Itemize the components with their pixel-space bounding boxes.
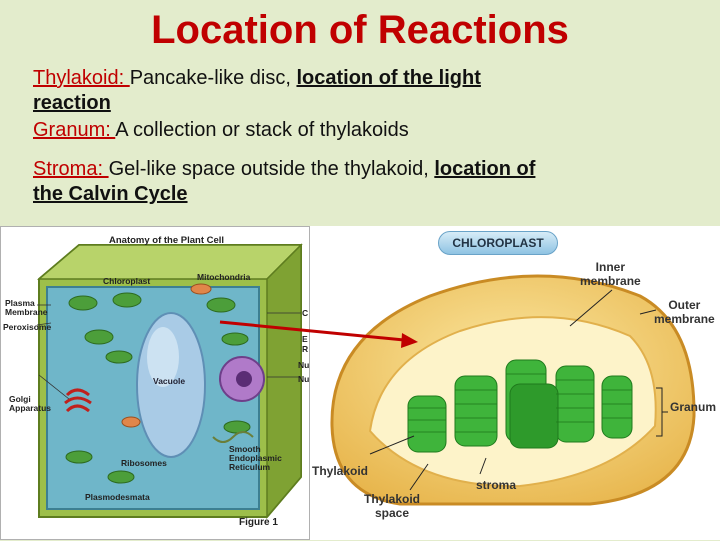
term-stroma: Stroma: [33, 158, 109, 180]
definition-granum-text: A collection or stack of thylakoids [115, 119, 409, 141]
label-plasma-membrane: Plasma Membrane [5, 298, 48, 317]
cell-figure-heading: Anatomy of the Plant Cell [109, 235, 225, 246]
definition-granum: Granum: A collection or stack of thylako… [33, 118, 553, 143]
label-smooth-er: Smooth Endoplasmic Reticulum [229, 444, 282, 472]
figure-caption: Figure 1 [239, 517, 278, 528]
definition-stroma: Stroma: Gel-like space outside the thyla… [33, 157, 553, 207]
chloroplast-figure: CHLOROPLAST Inner membrane Outer membran… [310, 226, 720, 540]
label-cut-nu1: Nu [298, 360, 310, 370]
label-cut-e: E [302, 334, 308, 344]
definition-stroma-text: Gel-like space outside the thylakoid, [108, 158, 435, 180]
definition-stroma-location: location of the Calvin Cycle [33, 158, 536, 205]
chloroplast-icon [65, 292, 251, 484]
label-ribosomes: Ribosomes [121, 458, 167, 468]
definition-thylakoid: Thylakoid: Pancake-like disc, location o… [33, 66, 553, 116]
label-stroma: stroma [476, 478, 517, 492]
label-vacuole: Vacuole [153, 376, 186, 386]
label-plasmodesmata: Plasmodesmata [85, 492, 150, 502]
label-thylakoid: Thylakoid [312, 464, 369, 478]
chloroplast-illustration [330, 274, 696, 506]
definitions-list: Thylakoid: Pancake-like disc, location o… [33, 66, 553, 207]
label-granum: Granum [670, 400, 717, 414]
label-chloroplast: Chloroplast [103, 276, 151, 286]
label-inner-membrane: Inner membrane [580, 260, 641, 288]
chloroplast-badge: CHLOROPLAST [438, 231, 558, 255]
term-granum: Granum: [33, 119, 116, 141]
label-outer-membrane: Outer membrane [654, 298, 715, 326]
definition-thylakoid-location: location of the light reaction [33, 67, 481, 114]
plant-cell-figure: Anatomy of the Plant Cell Chloroplast Mi… [0, 226, 310, 540]
definition-thylakoid-text: Pancake-like disc, [129, 67, 297, 89]
label-cut-nu2: Nu [298, 374, 310, 384]
label-mitochondria: Mitochondria [197, 272, 251, 282]
golgi-icon [64, 388, 92, 413]
label-cut-c: C [302, 308, 309, 318]
granum-icon [407, 359, 633, 453]
term-thylakoid: Thylakoid: [33, 67, 130, 89]
label-golgi: Golgi Apparatus [9, 394, 52, 413]
label-cut-r: R [302, 344, 309, 354]
label-thylakoid-space: Thylakoid space [364, 492, 421, 520]
slide-title: Location of Reactions [151, 8, 569, 52]
plant-cell-illustration [36, 243, 303, 520]
label-peroxisome: Peroxisome [3, 322, 52, 332]
